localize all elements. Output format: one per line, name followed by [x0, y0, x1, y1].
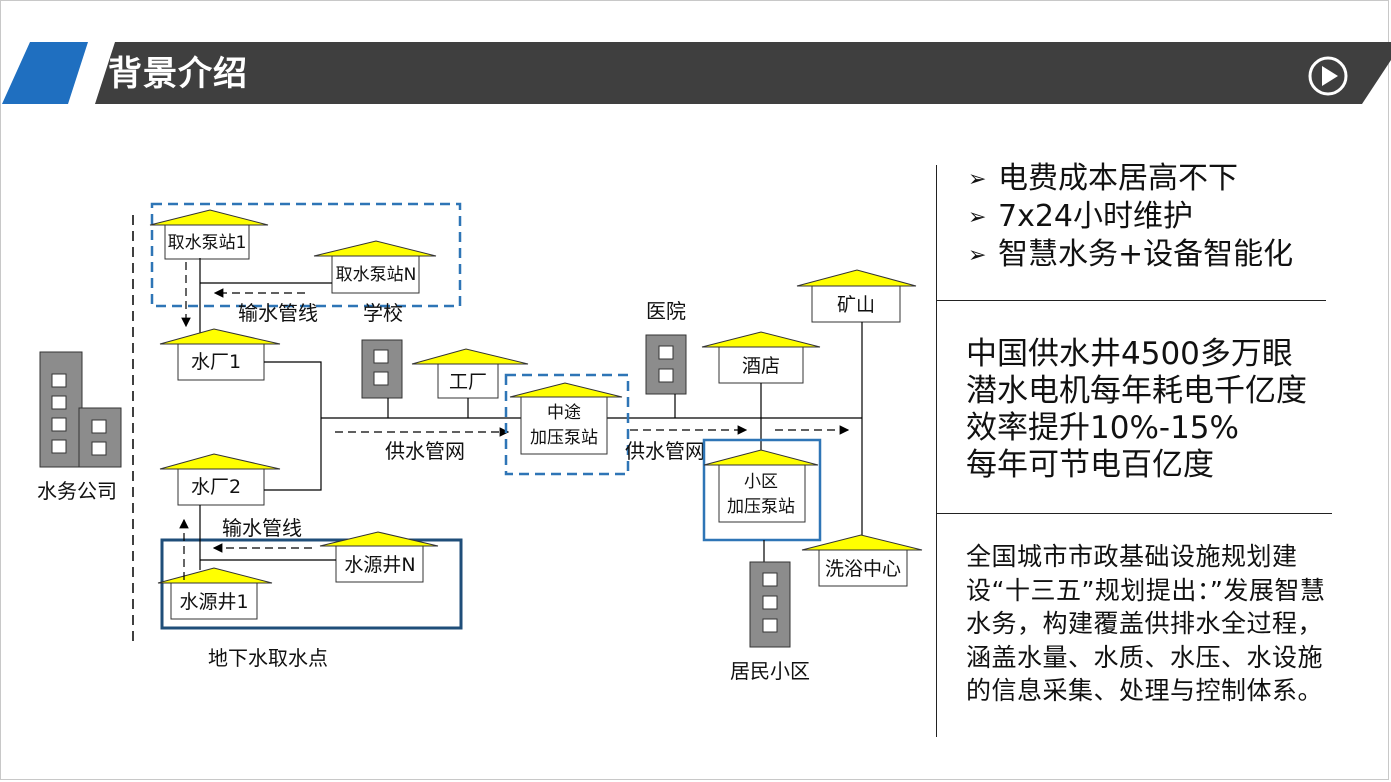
- svg-text:工厂: 工厂: [449, 371, 487, 393]
- mine: 矿山: [796, 269, 917, 323]
- arrow-bullet-icon: ➢: [968, 243, 987, 268]
- midway-station-box: [504, 373, 630, 476]
- residential-label: 居民小区: [730, 659, 810, 683]
- svg-text:洗浴中心: 洗浴中心: [825, 558, 901, 580]
- page-title: 背景介绍: [108, 54, 248, 94]
- arrow-bullet-icon: ➢: [968, 205, 987, 230]
- svg-text:水厂1: 水厂1: [191, 351, 241, 373]
- statistics-block: 中国供水井4500多万眼 潜水电机每年耗电千亿度 效率提升10%-15% 每年可…: [966, 336, 1307, 484]
- pipeline-bottom-label: 输水管线: [222, 516, 302, 540]
- svg-text:加压泵站: 加压泵站: [530, 428, 598, 448]
- banner-accent-stripe: [2, 42, 88, 104]
- stat-line: 潜水电机每年耗电千亿度: [966, 373, 1307, 409]
- source-well-n: 水源井N: [319, 531, 439, 583]
- bath-center: 洗浴中心: [801, 534, 923, 587]
- community-station-box: [702, 438, 822, 542]
- title-banner: [2, 42, 1391, 104]
- intake-pump-n: 取水泵站N: [313, 240, 437, 294]
- hospital-building-icon: [645, 334, 687, 395]
- svg-text:小区: 小区: [744, 472, 778, 492]
- network-right-label: 供水管网: [625, 439, 705, 463]
- key-points-list: ➢电费成本居高不下 ➢7x24小时维护 ➢智慧水务+设备智能化: [968, 160, 1293, 274]
- water-plant-1: 水厂1: [159, 328, 281, 381]
- hospital-label: 医院: [646, 299, 686, 323]
- column-separator: [936, 165, 937, 737]
- groundwater-area-box: [160, 538, 463, 630]
- policy-paragraph: 全国城市市政基础设施规划建设“十三五”规划提出：”发展智慧水务，构建覆盖供排水全…: [966, 542, 1326, 705]
- svg-text:水源井1: 水源井1: [179, 591, 248, 613]
- intake-pump-1: 取水泵站1: [149, 209, 269, 260]
- factory: 工厂: [411, 348, 529, 399]
- svg-text:水厂2: 水厂2: [191, 476, 241, 498]
- midway-pump-station: 中途 加压泵站: [509, 382, 623, 455]
- svg-text:水源井N: 水源井N: [344, 554, 415, 576]
- svg-text:取水泵站1: 取水泵站1: [168, 233, 247, 253]
- company-label: 水务公司: [37, 479, 117, 503]
- banner-bar: [95, 42, 1391, 104]
- source-well-1: 水源井1: [157, 567, 273, 620]
- svg-text:取水泵站N: 取水泵站N: [336, 265, 417, 285]
- bullet-item: ➢7x24小时维护: [968, 199, 1194, 234]
- water-supply-diagram: 水务公司 取水泵站1 取水泵站N 输水管线 水厂1 水厂2 水源井1: [37, 202, 923, 683]
- school-building-icon: [361, 339, 403, 399]
- residential-building-icon: [749, 561, 791, 648]
- stat-line: 中国供水井4500多万眼: [966, 336, 1293, 372]
- stat-line: 效率提升10%-15%: [966, 410, 1239, 446]
- section-divider-2: [936, 513, 1332, 514]
- section-divider-1: [936, 300, 1326, 301]
- community-pump-station: 小区 加压泵站: [703, 449, 819, 523]
- svg-text:加压泵站: 加压泵站: [727, 497, 795, 517]
- play-circle-icon[interactable]: [1306, 54, 1350, 98]
- pipeline-top-label: 输水管线: [238, 301, 318, 325]
- stat-line: 每年可节电百亿度: [966, 447, 1214, 483]
- network-left-label: 供水管网: [385, 439, 465, 463]
- svg-text:矿山: 矿山: [837, 294, 875, 316]
- hotel: 酒店: [701, 331, 821, 384]
- svg-text:酒店: 酒店: [742, 355, 780, 377]
- bullet-item: ➢电费成本居高不下: [968, 161, 1238, 196]
- water-plant-2: 水厂2: [159, 453, 281, 506]
- arrow-bullet-icon: ➢: [968, 167, 987, 192]
- company-building-icon: [39, 351, 122, 468]
- intake-area-box: [150, 202, 462, 308]
- groundwater-label: 地下水取水点: [208, 646, 328, 670]
- bullet-item: ➢智慧水务+设备智能化: [968, 237, 1294, 272]
- svg-text:中途: 中途: [547, 403, 581, 423]
- school-label: 学校: [363, 301, 403, 325]
